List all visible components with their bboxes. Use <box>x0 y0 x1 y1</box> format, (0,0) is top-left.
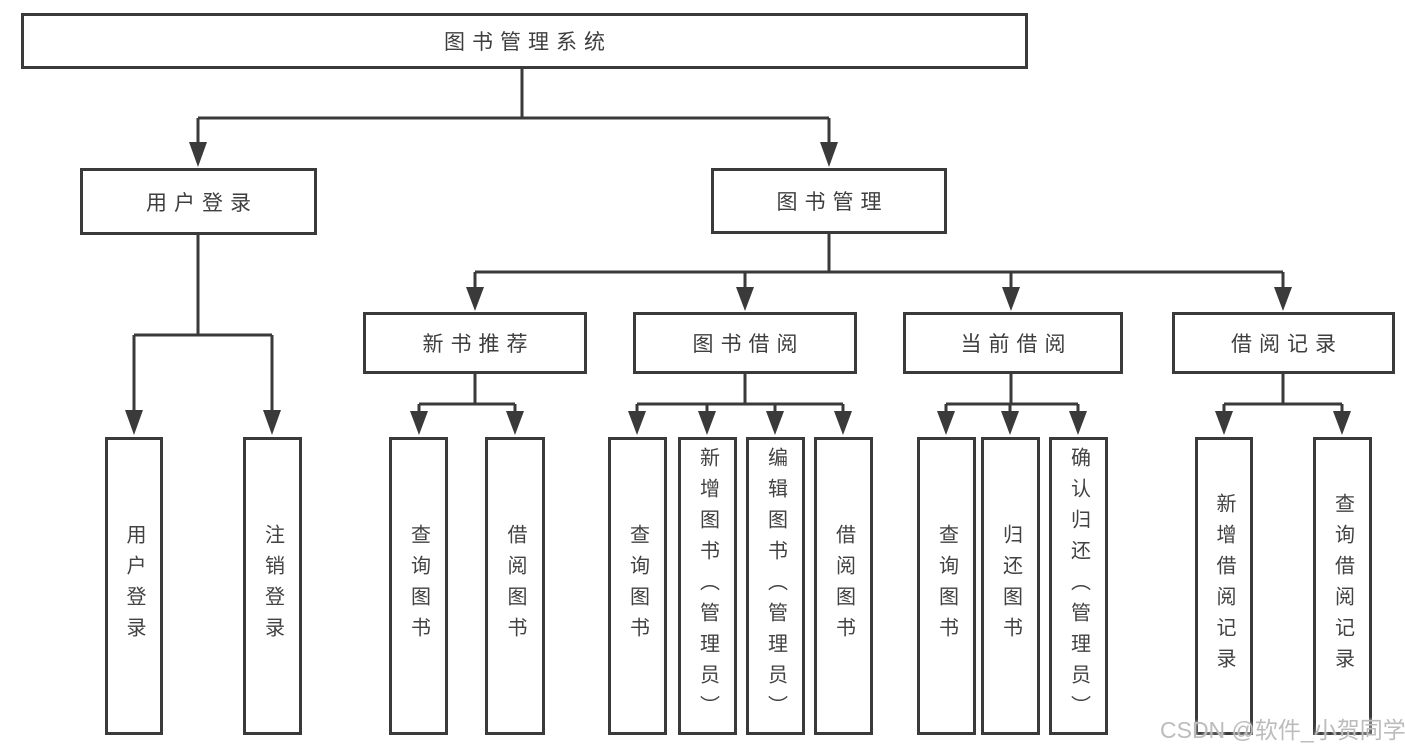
arrowhead <box>410 411 428 435</box>
leaf-query-books-borrow: 查询图书 <box>608 437 667 735</box>
leaf-query-books-newbook: 查询图书 <box>389 437 448 735</box>
arrowhead <box>698 411 716 435</box>
leaf-edit-books-admin: 编辑图书（管理员） <box>746 437 805 735</box>
node-new-book-recommend-label: 新书推荐 <box>422 333 535 356</box>
leaf-query-books-current: 查询图书 <box>917 437 976 735</box>
leaf-borrow-books-newbook-label: 借阅图书 <box>504 524 526 648</box>
leaf-confirm-return-admin: 确认归还（管理员） <box>1049 437 1108 735</box>
leaf-return-books-label: 归还图书 <box>999 524 1022 648</box>
leaf-add-borrow-record: 新增借阅记录 <box>1195 437 1253 735</box>
arrowhead <box>820 142 838 167</box>
node-borrow-records-label: 借阅记录 <box>1231 333 1343 356</box>
leaf-add-borrow-record-label: 新增借阅记录 <box>1213 493 1235 679</box>
arrowhead <box>1002 287 1020 311</box>
arrowhead <box>766 411 784 435</box>
leaf-borrow-books-borrow: 借阅图书 <box>814 437 873 735</box>
arrowhead <box>736 287 754 311</box>
connector-current-borrow <box>944 374 1080 414</box>
arrowhead <box>1001 411 1019 435</box>
leaf-confirm-return-admin-label: 确认归还（管理员） <box>1067 446 1090 726</box>
arrowhead <box>466 287 484 311</box>
leaf-query-borrow-record-label: 查询借阅记录 <box>1331 493 1354 679</box>
arrowhead <box>1274 287 1292 311</box>
node-new-book-recommend: 新书推荐 <box>363 312 587 374</box>
node-user-login: 用户登录 <box>80 168 317 235</box>
leaf-borrow-books-borrow-label: 借阅图书 <box>832 524 855 648</box>
connector-new-book <box>417 374 517 414</box>
arrowhead <box>937 411 955 435</box>
node-root-label: 图书管理系统 <box>444 31 612 54</box>
connector-book-management <box>473 234 1285 290</box>
leaf-query-books-borrow-label: 查询图书 <box>626 524 649 648</box>
arrowhead <box>189 142 207 167</box>
leaf-query-borrow-record: 查询借阅记录 <box>1313 437 1372 735</box>
arrowhead <box>506 411 524 435</box>
arrowhead <box>628 411 646 435</box>
leaf-borrow-books-newbook: 借阅图书 <box>485 437 545 735</box>
connector-book-borrow <box>635 374 845 414</box>
node-borrow-records: 借阅记录 <box>1172 312 1395 374</box>
node-book-borrow-label: 图书借阅 <box>692 333 805 356</box>
node-root: 图书管理系统 <box>21 13 1028 69</box>
arrowhead <box>1069 411 1087 435</box>
node-current-borrow-label: 当前借阅 <box>960 333 1073 356</box>
connector-user-login <box>132 235 274 414</box>
node-book-borrow: 图书借阅 <box>633 312 857 374</box>
arrowhead <box>834 411 852 435</box>
leaf-logout-login: 注销登录 <box>243 437 302 735</box>
node-book-management: 图书管理 <box>711 168 947 234</box>
csdn-watermark: CSDN @软件_小贺同学 <box>1160 717 1405 743</box>
arrowhead <box>263 410 281 435</box>
leaf-return-books: 归还图书 <box>981 437 1040 735</box>
leaf-add-books-admin-label: 新增图书（管理员） <box>696 446 719 726</box>
leaf-user-login-label: 用户登录 <box>123 524 145 648</box>
arrowheads <box>125 142 1351 435</box>
leaf-query-books-newbook-label: 查询图书 <box>407 524 430 648</box>
node-book-management-label: 图书管理 <box>776 191 889 214</box>
connector-root <box>196 69 831 146</box>
leaf-add-books-admin: 新增图书（管理员） <box>678 437 737 735</box>
node-current-borrow: 当前借阅 <box>903 312 1123 374</box>
leaf-user-login: 用户登录 <box>105 437 163 735</box>
arrowhead <box>1333 411 1351 435</box>
arrowhead <box>1215 411 1233 435</box>
node-user-login-label: 用户登录 <box>146 191 258 215</box>
leaf-logout-login-label: 注销登录 <box>261 524 284 648</box>
leaf-query-books-current-label: 查询图书 <box>935 524 958 648</box>
arrowhead <box>125 410 143 435</box>
leaf-edit-books-admin-label: 编辑图书（管理员） <box>764 446 787 726</box>
connector-borrow-records <box>1222 374 1344 414</box>
